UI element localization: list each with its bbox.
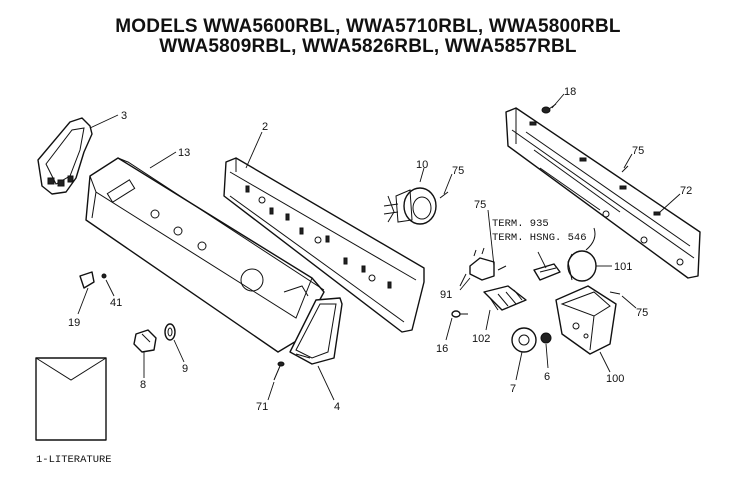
part-2-support-bracket <box>223 157 425 333</box>
label-part-7: 7 <box>510 383 516 395</box>
label-part-75-d: 75 <box>636 307 648 319</box>
part-19-button <box>79 271 95 289</box>
label-part-19: 19 <box>68 317 80 329</box>
part-71-screw <box>273 361 285 381</box>
label-part-3: 3 <box>121 110 127 122</box>
label-part-91: 91 <box>440 289 452 301</box>
part-100-timer <box>555 285 617 355</box>
label-part-2: 2 <box>262 121 268 133</box>
label-part-75-c: 75 <box>474 199 486 211</box>
label-part-75-a: 75 <box>452 165 464 177</box>
label-part-102: 102 <box>472 333 490 345</box>
label-part-10: 10 <box>416 159 428 171</box>
label-part-72: 72 <box>680 185 692 197</box>
part-8-knob <box>133 329 157 353</box>
label-part-6: 6 <box>544 371 550 383</box>
diagram-title-line-2: WWA5809RBL, WWA5826RBL, WWA5857RBL <box>159 36 577 57</box>
part-4-end-cap <box>289 297 343 365</box>
part-10-knob-assembly <box>383 187 437 225</box>
part-13-control-panel <box>85 157 325 353</box>
part-6-spacer <box>540 332 552 344</box>
part-72-rear-panel <box>505 107 701 279</box>
part-18-screw <box>541 103 557 114</box>
label-part-41: 41 <box>110 297 122 309</box>
label-term-935: TERM. 935 <box>492 218 549 230</box>
part-9-bezel <box>164 323 176 341</box>
leader-lines <box>77 93 681 401</box>
label-part-18: 18 <box>564 86 576 98</box>
part-102-terminal-block <box>483 285 527 311</box>
part-101-timer-motor <box>567 227 597 282</box>
label-part-75-b: 75 <box>632 145 644 157</box>
label-part-1-literature: 1-LITERATURE <box>36 454 112 466</box>
label-part-71: 71 <box>256 401 268 413</box>
part-3-end-cap <box>37 117 93 195</box>
part-7-knob <box>511 327 537 353</box>
part-1-literature <box>35 357 107 441</box>
part-75-screws <box>439 165 629 295</box>
label-part-13: 13 <box>178 147 190 159</box>
label-part-4: 4 <box>334 401 340 413</box>
label-part-101: 101 <box>614 261 632 273</box>
label-part-100: 100 <box>606 373 624 385</box>
terminal-housing <box>533 263 561 281</box>
label-part-8: 8 <box>140 379 146 391</box>
diagram-title-line-1: MODELS WWA5600RBL, WWA5710RBL, WWA5800RB… <box>115 16 621 37</box>
part-41-spring <box>101 273 107 279</box>
part-91-switch <box>459 247 495 287</box>
label-part-9: 9 <box>182 363 188 375</box>
part-16-screw <box>451 310 468 318</box>
part-labels: 3 13 2 10 75 18 75 72 75 TERM. 935 TERM.… <box>36 86 692 466</box>
label-term-hsng-546: TERM. HSNG. 546 <box>492 232 587 244</box>
label-part-16: 16 <box>436 343 448 355</box>
